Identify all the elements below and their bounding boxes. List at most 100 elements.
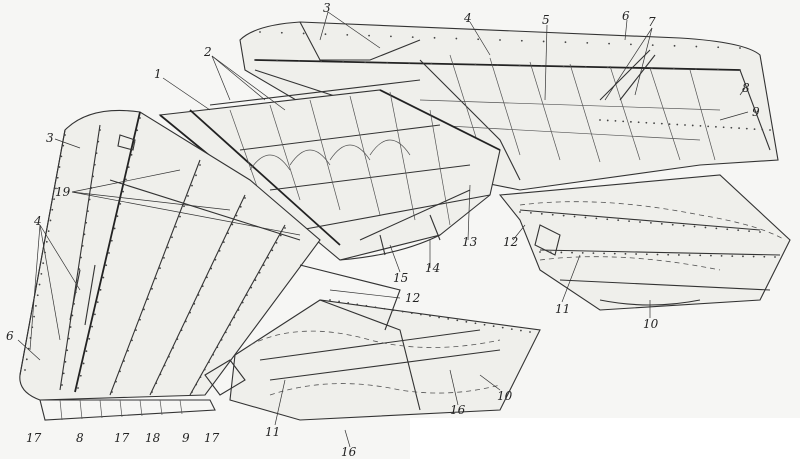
- callout-15: 15: [393, 271, 408, 285]
- rivet-dot: [155, 277, 157, 280]
- rivet-dot: [102, 276, 105, 279]
- rivet-dot: [695, 68, 697, 70]
- rivet-dot: [614, 120, 617, 122]
- rivet-dot: [763, 255, 766, 258]
- rivet-dot: [113, 227, 116, 230]
- rivet-dot: [320, 60, 323, 63]
- rivet-dot: [645, 253, 648, 256]
- callout-13: 13: [462, 235, 478, 249]
- rivet-dot: [617, 219, 620, 222]
- rivet-dot: [131, 339, 133, 342]
- rivet-dot: [171, 236, 173, 239]
- rivet-dot: [571, 251, 573, 254]
- rivet-dot: [88, 338, 91, 340]
- rivet-dot: [79, 374, 82, 377]
- rivet-dot: [540, 212, 543, 215]
- callout-10: 10: [497, 389, 513, 403]
- rivet-dot: [167, 246, 169, 249]
- rivet-dot: [99, 129, 101, 131]
- rivet-dot: [279, 234, 282, 237]
- rivet-dot: [61, 384, 63, 386]
- rivet-dot: [656, 253, 659, 256]
- rivet-dot: [374, 306, 377, 309]
- rivet-dot: [667, 253, 670, 256]
- rivet-dot: [483, 323, 486, 326]
- callout-17: 17: [26, 431, 42, 445]
- rivet-dot: [254, 59, 256, 61]
- rivet-dot: [761, 128, 764, 131]
- rivet-dot: [135, 329, 137, 331]
- rivet-dot: [365, 304, 368, 307]
- rivet-dot: [139, 117, 141, 119]
- rivet-dot: [364, 61, 367, 64]
- callout-8: 8: [742, 81, 750, 95]
- rivet-dot: [81, 245, 84, 247]
- rivet-dot: [229, 324, 231, 326]
- rivet-dot: [420, 313, 422, 316]
- rivet-dot: [155, 382, 158, 385]
- rivet-dot: [195, 383, 198, 386]
- rivet-dot: [720, 254, 723, 257]
- rivet-dot: [40, 272, 43, 275]
- rivet-dot: [529, 331, 531, 333]
- rivet-dot: [584, 216, 587, 219]
- rivet-dot: [368, 34, 370, 37]
- rivet-dot: [73, 302, 75, 305]
- rivet-dot: [95, 152, 98, 155]
- rivet-dot: [183, 205, 185, 208]
- rivet-dot: [259, 31, 261, 33]
- rivet-dot: [606, 218, 609, 221]
- rivet-dot: [769, 129, 771, 131]
- rivet-dot: [258, 271, 261, 274]
- rivet-dot: [520, 329, 522, 332]
- rivet-dot: [206, 276, 208, 279]
- callout-6: 6: [6, 329, 14, 343]
- rivet-dot: [262, 264, 265, 267]
- rivet-dot: [25, 358, 28, 361]
- rivet-dot: [119, 370, 121, 373]
- rivet-dot: [168, 355, 170, 358]
- center-section-frame: [158, 79, 501, 261]
- rivet-dot: [92, 175, 94, 178]
- rivet-dot: [510, 328, 513, 330]
- rivet-dot: [216, 346, 219, 349]
- rivet-dot: [628, 220, 630, 222]
- rivet-dot: [203, 368, 206, 371]
- rivet-dot: [82, 362, 85, 365]
- rivet-dot: [677, 254, 680, 256]
- rivet-dot: [562, 214, 565, 217]
- rivet-dot: [595, 217, 598, 220]
- rivet-dot: [88, 198, 91, 201]
- rivet-dot: [456, 319, 459, 322]
- rivet-dot: [298, 60, 300, 62]
- rivet-dot: [452, 63, 455, 65]
- rivet-dot: [715, 125, 717, 128]
- rivet-dot: [699, 125, 702, 127]
- rivet-dot: [660, 222, 663, 225]
- rivet-dot: [628, 66, 631, 69]
- rivet-dot: [715, 227, 718, 230]
- rivet-dot: [603, 252, 605, 255]
- left-wing-panel: [19, 109, 321, 421]
- rivet-dot: [231, 223, 234, 226]
- rivet-dot: [110, 239, 113, 242]
- rivet-dot: [429, 315, 431, 317]
- rivet-dot: [693, 225, 696, 228]
- callout-17: 17: [204, 431, 220, 445]
- rivet-dot: [401, 310, 404, 313]
- rivet-dot: [210, 267, 213, 270]
- rivet-dot: [699, 254, 702, 257]
- rivet-dot: [99, 288, 102, 291]
- callout-5: 5: [542, 13, 550, 27]
- rivet-dot: [271, 249, 274, 252]
- callout-16: 16: [450, 403, 466, 417]
- rivet-dot: [753, 128, 756, 130]
- rivet-dot: [201, 285, 204, 288]
- rivet-dot: [584, 65, 587, 68]
- rivet-dot: [592, 252, 595, 255]
- rivet-dot: [244, 197, 246, 199]
- rivet-dot: [151, 287, 153, 290]
- rivet-dot: [438, 316, 440, 319]
- leader-lines: [17, 11, 749, 448]
